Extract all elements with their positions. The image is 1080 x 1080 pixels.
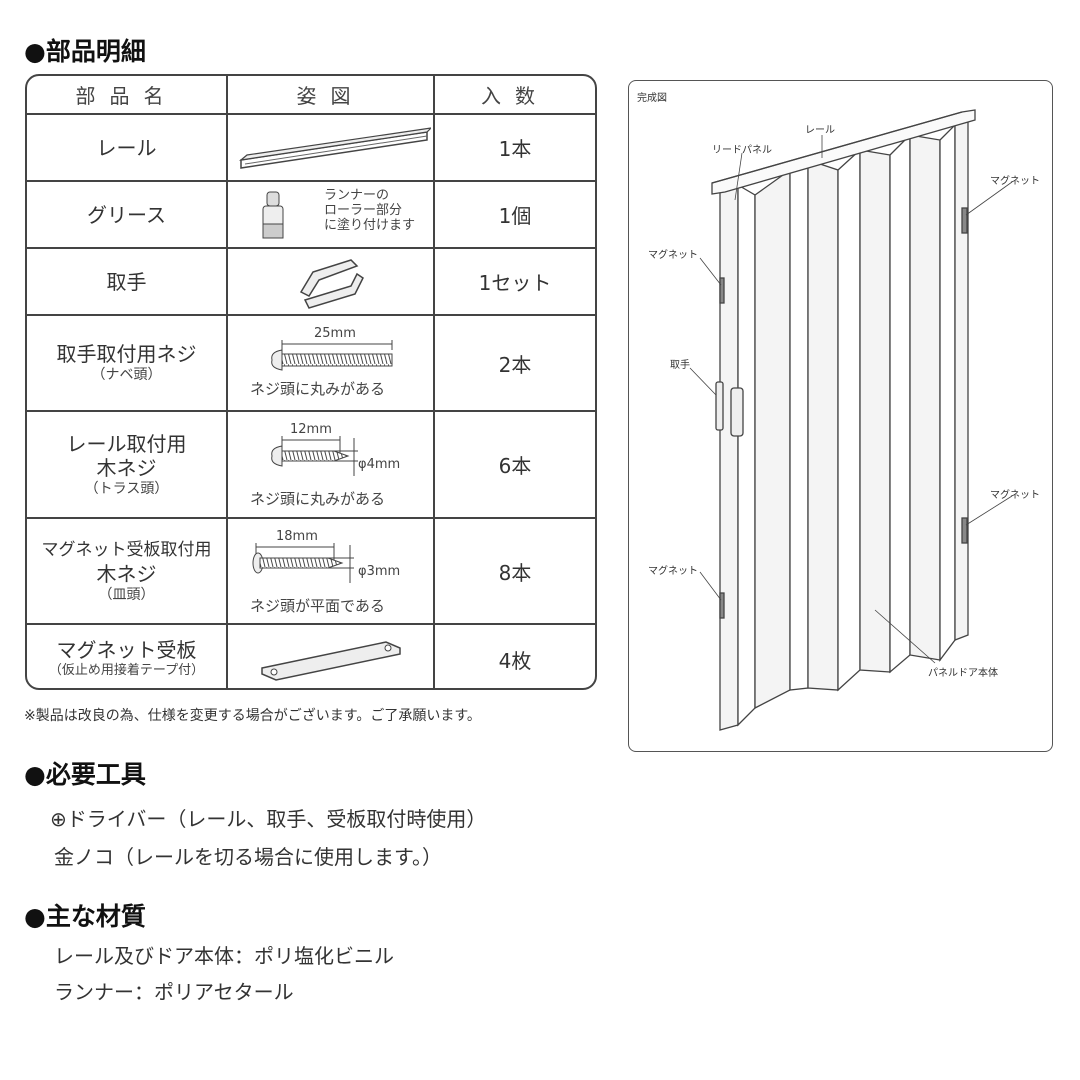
figure-note: ネジ頭に丸みがある xyxy=(250,380,386,398)
part-qty: 4枚 xyxy=(498,648,532,673)
diagram-title: 完成図 xyxy=(637,93,667,104)
table-row: マグネット受板取付用木ネジ（皿頭） 18mm φ3mm ネジ頭が平面である 8本 xyxy=(27,517,595,623)
tool-line: ⊕ドライバー（レール、取手、受板取付時使用） xyxy=(50,807,487,831)
rail-figure xyxy=(226,115,433,180)
table-row: グリース ランナーの ローラー部分 に塗り付けます 1個 xyxy=(27,180,595,247)
tools-heading: ●必要工具 xyxy=(24,760,146,789)
flat-head-screw-figure: 18mm φ3mm ネジ頭が平面である xyxy=(226,519,433,623)
col-header-qty: 入数 xyxy=(481,84,549,108)
tool-line: 金ノコ（レールを切る場合に使用します。） xyxy=(54,845,442,869)
part-name: レール取付用 xyxy=(66,431,187,456)
material-line: ランナー：ポリアセタール xyxy=(54,980,294,1004)
magnet-plate-figure xyxy=(226,625,433,688)
part-sub: （トラス頭） xyxy=(84,480,169,497)
part-sub: （皿頭） xyxy=(98,587,155,603)
grease-figure: ランナーの ローラー部分 に塗り付けます xyxy=(226,182,433,247)
part-qty: 8本 xyxy=(498,560,532,585)
figure-note: ランナーの xyxy=(324,188,390,203)
grease-tube-icon xyxy=(262,191,284,239)
label-door-body: パネルドア本体 xyxy=(928,668,998,679)
screw-diameter: φ3mm xyxy=(358,564,401,579)
handle-figure xyxy=(226,249,433,314)
screw-diameter: φ4mm xyxy=(358,457,401,472)
table-row: マグネット受板（仮止め用接着テープ付） 4枚 xyxy=(27,623,595,688)
label-magnet: マグネット xyxy=(648,250,698,261)
part-name-line2: 木ネジ xyxy=(96,455,157,480)
table-row: 取手取付用ネジ（ナベ頭） 25mm ネジ頭に丸みがある 2本 xyxy=(27,314,595,410)
col-header-name: 部品名 xyxy=(75,84,178,108)
label-rail: レール xyxy=(805,125,835,136)
screw-length: 18mm xyxy=(276,529,318,544)
part-name: 取手取付用ネジ xyxy=(56,342,197,366)
table-row: レール 1本 xyxy=(27,113,595,180)
parts-heading: ●部品明細 xyxy=(24,37,146,66)
part-name-line2: 木ネジ xyxy=(96,562,157,586)
label-magnet: マグネット xyxy=(990,490,1040,501)
figure-note: ネジ頭が平面である xyxy=(250,597,385,615)
part-name: レール xyxy=(96,135,157,160)
figure-note: に塗り付けます xyxy=(324,218,416,233)
truss-head-screw-figure: 12mm φ4mm ネジ頭に丸みがある xyxy=(226,412,433,517)
part-name: 取手 xyxy=(106,269,147,294)
figure-note: ローラー部分 xyxy=(324,203,403,218)
materials-heading: ●主な材質 xyxy=(24,902,146,931)
screw-length: 25mm xyxy=(314,326,356,341)
table-header: 部品名 姿図 入数 xyxy=(27,76,595,115)
part-name: グリース xyxy=(87,202,166,227)
screw-length: 12mm xyxy=(290,422,332,437)
part-qty: 1個 xyxy=(498,204,532,228)
part-qty: 2本 xyxy=(498,352,532,377)
part-qty: 1本 xyxy=(498,137,532,161)
completed-diagram: 完成図 xyxy=(628,80,1053,752)
part-name: マグネット受板取付用 xyxy=(41,540,212,560)
part-name: マグネット受板 xyxy=(56,638,197,662)
figure-note: ネジ頭に丸みがある xyxy=(250,490,386,508)
label-handle: 取手 xyxy=(670,360,690,371)
label-magnet: マグネット xyxy=(990,176,1040,187)
part-qty: 1セット xyxy=(478,271,552,295)
part-qty: 6本 xyxy=(498,454,532,478)
disclaimer-note: ※製品は改良の為、仕様を変更する場合がございます。ご了承願います。 xyxy=(24,708,481,724)
pan-head-screw-figure: 25mm ネジ頭に丸みがある xyxy=(226,316,433,410)
part-sub: （ナベ頭） xyxy=(91,367,162,383)
label-magnet: マグネット xyxy=(648,566,698,577)
part-sub: （仮止め用接着テープ付） xyxy=(48,663,205,678)
col-header-figure: 姿図 xyxy=(296,84,365,108)
table-row: レール取付用木ネジ（トラス頭） 12mm φ4mm ネジ頭に丸みがある 6本 xyxy=(27,410,595,517)
table-row: 取手 1セット xyxy=(27,247,595,314)
label-lead-panel: リードパネル xyxy=(712,145,772,156)
door-illustration xyxy=(689,109,1013,731)
parts-table: 部品名 姿図 入数 レール 1本 グリース ランナーの ローラー部分 に塗り付け… xyxy=(25,74,597,690)
material-line: レール及びドア本体：ポリ塩化ビニル xyxy=(54,944,394,968)
